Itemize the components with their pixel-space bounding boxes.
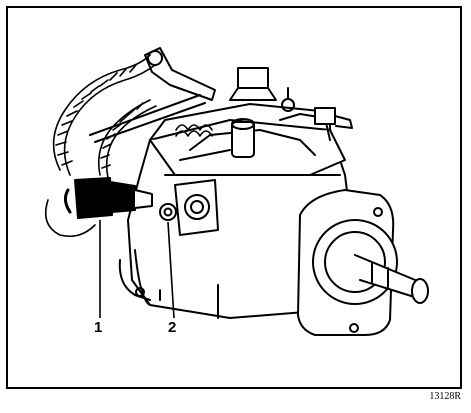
governor-spring xyxy=(175,124,213,137)
plug-screw xyxy=(159,203,177,221)
wiring-harness xyxy=(44,54,157,238)
front-flange xyxy=(297,189,398,336)
hydraulic-head xyxy=(174,179,219,236)
callout-leaders xyxy=(99,220,175,319)
lower-bracket xyxy=(118,259,151,301)
callout-leader-2 xyxy=(167,221,175,319)
drive-shaft xyxy=(354,254,429,304)
top-fittings xyxy=(229,67,353,158)
stop-solenoid xyxy=(63,177,153,219)
figure-reference-code: 13128R xyxy=(429,391,461,402)
callout-label-1: 1 xyxy=(94,319,103,336)
callout-label-2: 2 xyxy=(168,319,177,336)
